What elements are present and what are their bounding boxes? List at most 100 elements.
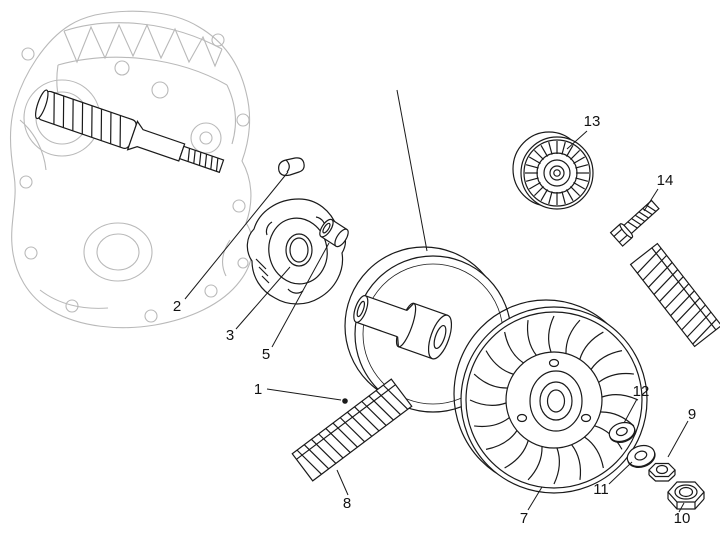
starter-pulley-hub (549, 165, 565, 181)
guide-shoe-part (278, 157, 305, 177)
leader-axis-line (396, 89, 428, 252)
nut-part-10 (667, 481, 705, 510)
case-opening-inner (96, 233, 140, 271)
washer-12-outer (608, 421, 636, 443)
crankshaft-thread-hatching (187, 148, 219, 172)
belt-right-cog-line (651, 247, 717, 331)
bushing-far-face (334, 228, 349, 248)
leader-1 (266, 388, 342, 401)
fan-pulley-rim (465, 311, 643, 489)
case-rib-top (63, 22, 223, 50)
nut-9-hole (655, 464, 669, 475)
leader-13 (566, 130, 588, 150)
bushing-bore (322, 222, 331, 234)
fan-pulley-vent-3 (580, 413, 592, 423)
callout-5: 5 (262, 346, 270, 363)
washer-part-12 (608, 421, 636, 444)
leader-lines (184, 89, 689, 513)
hub-step-taper (397, 302, 415, 347)
hub-face-ellipse (427, 314, 453, 360)
washer-11-outer (626, 444, 656, 468)
washer-12-hole (615, 426, 628, 437)
callout-11: 11 (593, 481, 609, 498)
belt-left-cog-line (296, 384, 396, 460)
leader-5 (271, 242, 330, 348)
case-rib-bottom (57, 56, 228, 86)
case-web-right (226, 84, 236, 145)
nut-9-sides (648, 470, 676, 475)
belt-right-body (629, 242, 720, 348)
guide-shoe-detail (285, 159, 290, 173)
case-contour-1 (39, 289, 109, 309)
leader-10 (678, 502, 685, 513)
fan-pulley-vent-2 (516, 413, 528, 423)
fan-pulley-vent-1 (548, 358, 560, 368)
callout-3: 3 (226, 327, 234, 344)
bolt-thread-hatching (627, 204, 657, 229)
leader-12 (623, 398, 638, 424)
case-contour-2 (221, 239, 231, 277)
crankshaft-end-cap (35, 89, 49, 120)
case-opening-outer (83, 222, 153, 282)
guide-shoe-body (278, 157, 305, 177)
crankshaft-threaded-tip (178, 145, 225, 174)
belt-right-teeth (636, 247, 717, 345)
hub-neck-sides (355, 295, 408, 338)
belt-left-teeth (296, 384, 409, 475)
crankshaft-spline-hatching (53, 92, 122, 148)
callout-13: 13 (584, 113, 601, 130)
washer-11-hole (634, 450, 648, 461)
nut-9-bottom (648, 474, 676, 482)
callout-1: 1 (254, 381, 262, 398)
starter-pulley-ring (543, 159, 571, 187)
ramp-plate-outline (246, 198, 347, 305)
ramp-plate-pocket-2 (265, 221, 273, 236)
belt-segment-right (629, 242, 720, 348)
case-boss (190, 122, 222, 154)
callout-8: 8 (343, 495, 351, 512)
washer-12-thickness (609, 428, 636, 444)
ramp-plate-inner-ring (268, 217, 328, 285)
fan-pulley-hub (529, 370, 583, 432)
callout-12: 12 (633, 383, 650, 400)
callout-7: 7 (520, 510, 528, 527)
ramp-plate-part (246, 198, 347, 305)
nut-10-bottom (667, 498, 705, 510)
starter-pulley-bore (553, 169, 561, 177)
callout-10: 10 (674, 510, 691, 527)
washer-11-thickness (627, 452, 656, 468)
bolt-head-facets (613, 227, 629, 243)
leader-14 (643, 188, 659, 212)
starter-pulley-rim (523, 139, 591, 207)
leader-7 (527, 486, 543, 511)
leader-1-dot (342, 398, 348, 404)
fan-pulley-bore (546, 389, 566, 413)
case-contour-3 (19, 119, 47, 171)
nut-10-sides (667, 492, 705, 509)
nut-part-9 (648, 462, 676, 482)
leader-11 (608, 461, 633, 485)
fan-pulley-hub-ring (539, 381, 573, 421)
case-bolt-holes (19, 33, 250, 323)
ramp-plate-bore (289, 237, 309, 263)
washer-part-11 (626, 444, 656, 468)
fan-pulley-part (453, 299, 648, 494)
bushing-part (319, 218, 349, 248)
bolt-part (609, 199, 660, 247)
hub-open-bore (356, 300, 366, 318)
callout-2: 2 (173, 298, 181, 315)
starter-pulley-part (512, 131, 594, 210)
callout-9: 9 (688, 406, 696, 423)
leader-2 (184, 171, 289, 300)
nut-10-chamfer (674, 484, 698, 500)
callout-labels: 1 2 3 5 7 8 9 10 11 12 13 14 (173, 113, 696, 527)
leader-8 (336, 469, 349, 496)
ramp-plate-hatching (255, 258, 270, 284)
case-boss-hole (199, 131, 213, 145)
belt-segment-left (291, 378, 413, 482)
case-outline (10, 10, 254, 329)
crankshaft (35, 89, 225, 174)
hub-center-bore (433, 324, 447, 350)
